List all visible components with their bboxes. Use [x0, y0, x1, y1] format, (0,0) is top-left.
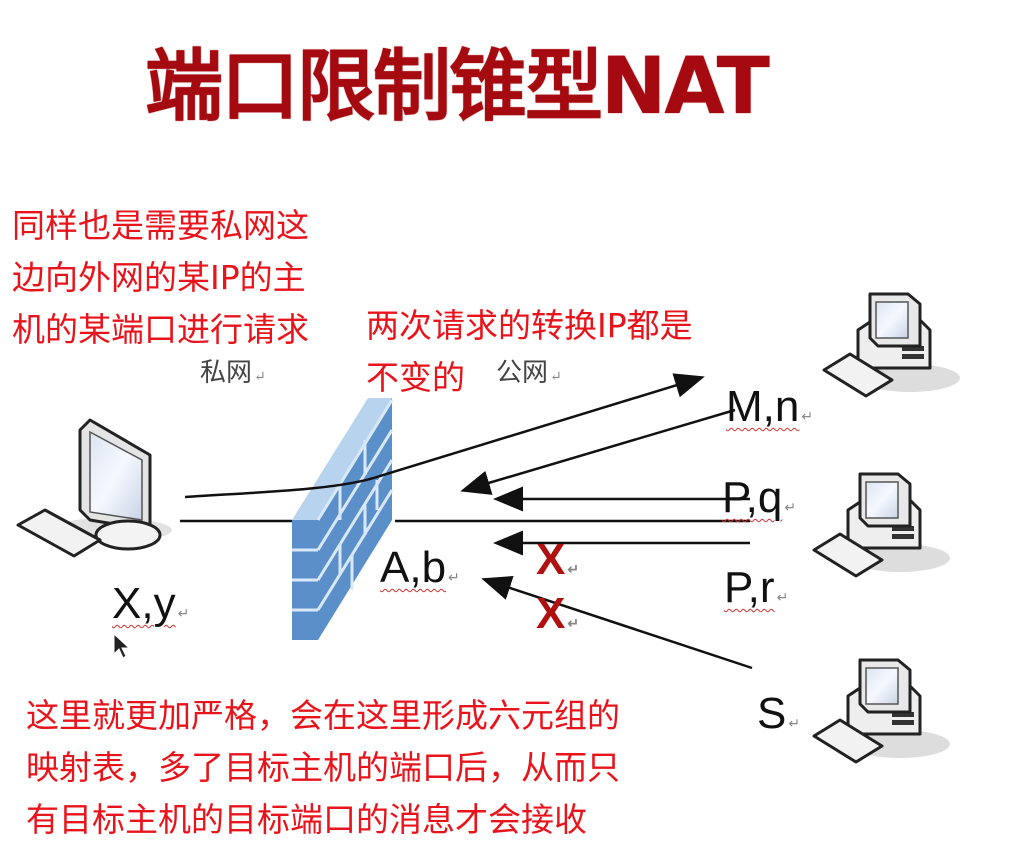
return-mark-icon: ↵ — [254, 369, 266, 385]
blocked-from-s-arrow — [481, 575, 753, 670]
note-line: 边向外网的某IP的主 — [12, 258, 306, 297]
return-mark-icon: ↵ — [776, 589, 789, 605]
client-address-label: X,y↵ — [112, 582, 189, 626]
return-mark-icon: ↵ — [788, 715, 801, 731]
host-pq-address-label: P,q↵ — [722, 476, 796, 520]
public-network-label: 公网↵ — [496, 352, 562, 389]
client-computer-icon — [16, 418, 172, 558]
public-network-text: 公网 — [496, 358, 549, 388]
host-pr-address-label: P,r↵ — [724, 566, 788, 610]
note-line: 这里就更加严格，会在这里形成六元组的 — [26, 696, 620, 735]
note-bottom: 这里就更加严格，会在这里形成六元组的 映射表，多了目标主机的端口后，从而只 有目… — [26, 690, 620, 846]
note-top-left: 同样也是需要私网这 边向外网的某IP的主 机的某端口进行请求 — [12, 200, 309, 356]
host-m-address-label: M,n↵ — [726, 385, 813, 429]
diagram-title: 端口限制锥型NAT — [145, 42, 770, 132]
host-m-address: M,n — [726, 382, 800, 431]
request-to-m-arrow — [184, 373, 705, 499]
note-line: 机的某端口进行请求 — [12, 310, 309, 349]
return-mark-icon: ↵ — [550, 369, 562, 385]
reply-from-m-arrow — [460, 408, 736, 495]
return-mark-icon: ↵ — [448, 569, 460, 585]
blocked-x-mark-pr: X↵ — [536, 538, 579, 582]
return-mark-icon: ↵ — [784, 499, 797, 515]
connection-lines — [180, 373, 753, 670]
host-pq-address: P,q — [722, 473, 783, 522]
note-line: 有目标主机的目标端口的消息才会接收 — [26, 800, 587, 839]
return-mark-icon: ↵ — [801, 408, 814, 424]
return-mark-icon: ↵ — [567, 561, 580, 577]
note-line: 同样也是需要私网这 — [12, 206, 309, 245]
note-top-center: 两次请求的转换IP都是 不变的 — [366, 300, 693, 404]
blocked-x-icon: X — [536, 535, 566, 584]
host-pr-address: P,r — [724, 563, 775, 612]
blocked-x-mark-s: X↵ — [536, 592, 579, 636]
return-mark-icon: ↵ — [567, 615, 580, 631]
private-network-label: 私网↵ — [200, 352, 266, 389]
host-s-computer-icon — [812, 658, 952, 764]
mouse-cursor-icon — [113, 632, 131, 659]
host-s-address: S — [757, 689, 787, 738]
note-line: 映射表，多了目标主机的端口后，从而只 — [26, 748, 620, 787]
note-line: 两次请求的转换IP都是 — [366, 306, 693, 345]
nat-address-label: A,b↵ — [380, 546, 460, 590]
nat-address: A,b — [380, 543, 447, 592]
host-s-address-label: S↵ — [757, 692, 800, 736]
host-p-computer-icon — [812, 472, 952, 578]
note-line: 不变的 — [366, 358, 465, 397]
private-network-text: 私网 — [200, 358, 253, 388]
host-m-computer-icon — [822, 292, 962, 398]
return-mark-icon: ↵ — [177, 605, 190, 621]
blocked-x-icon: X — [536, 589, 566, 638]
firewall-icon — [292, 398, 394, 640]
client-address: X,y — [112, 579, 176, 628]
